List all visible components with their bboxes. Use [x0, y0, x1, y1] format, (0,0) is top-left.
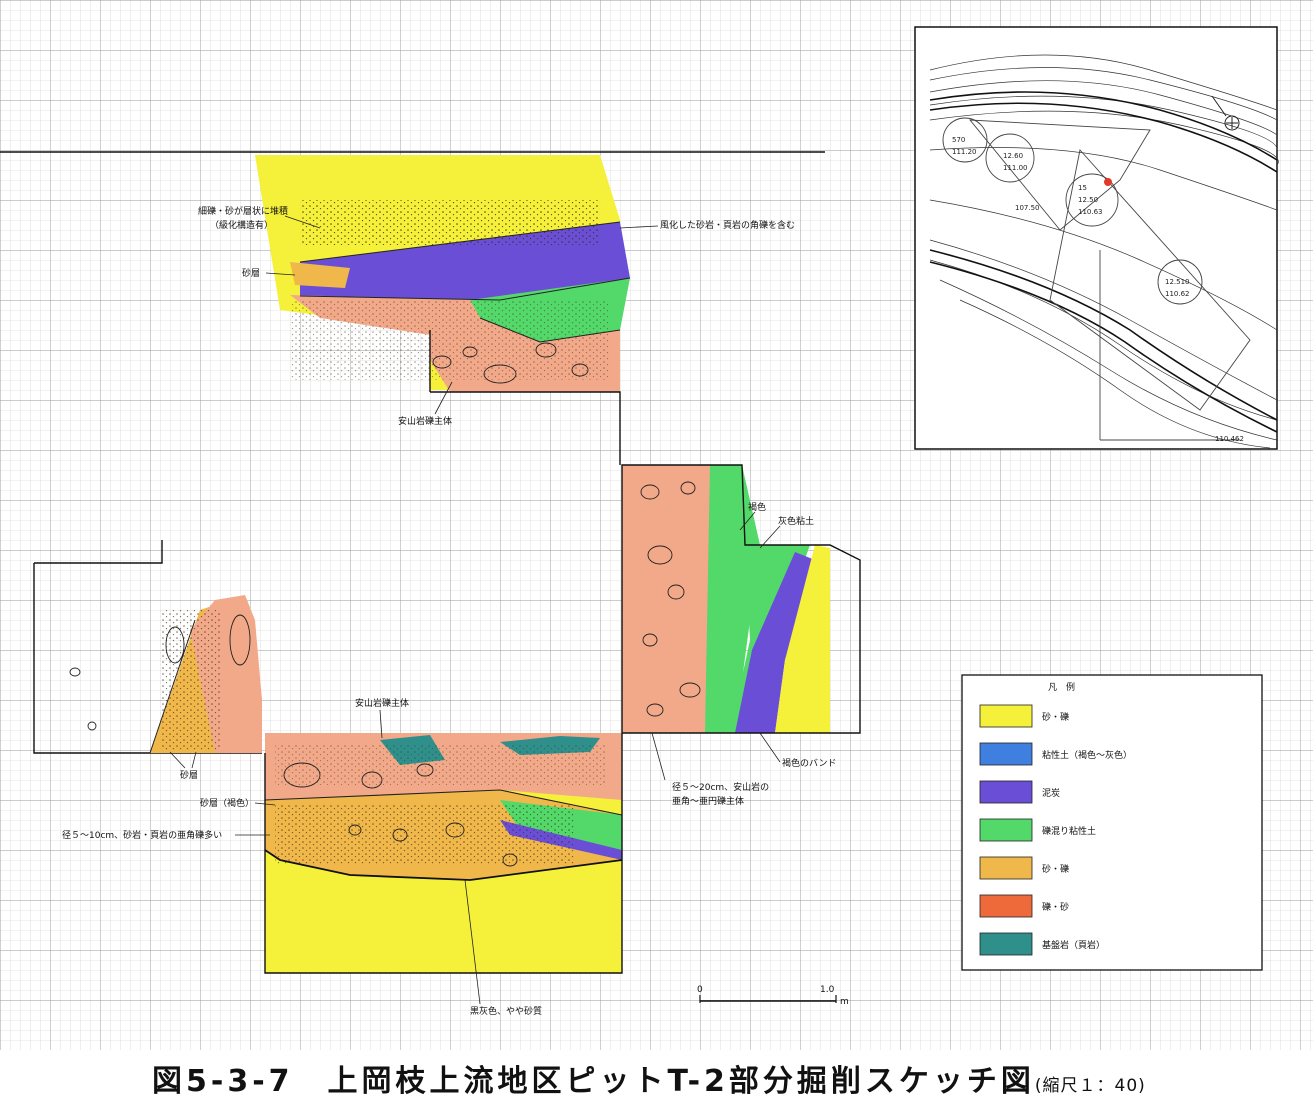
- legend-swatch: [979, 818, 1033, 842]
- legend-label: 礫・砂: [1042, 901, 1069, 913]
- label-sand-layer-top: 砂層: [242, 267, 260, 279]
- north-arrow-icon: [1211, 95, 1240, 131]
- label-fine-gravel: 細礫・砂が層状に堆積: [198, 205, 288, 217]
- label-andesite-top: 安山岩礫主体: [398, 415, 452, 427]
- left-pit-section: [33, 540, 262, 754]
- svg-text:110.462: 110.462: [1215, 435, 1244, 443]
- site-marker: [1104, 178, 1112, 186]
- scale-end: 1.0: [820, 985, 835, 995]
- svg-text:107.50: 107.50: [1015, 204, 1040, 212]
- legend-label: 砂・礫: [1042, 711, 1069, 723]
- legend-swatch: [979, 742, 1033, 766]
- legend-label: 基盤岩（頁岩）: [1042, 939, 1105, 951]
- legend-swatch: [979, 894, 1033, 918]
- svg-text:12.60: 12.60: [1003, 152, 1023, 160]
- lower-pit-section: [264, 733, 623, 974]
- legend-label: 粘性土（褐色～灰色）: [1042, 749, 1132, 761]
- legend-swatch: [979, 856, 1033, 880]
- legend-title: 凡 例: [1048, 681, 1075, 693]
- label-andesite-mid: 安山岩礫主体: [355, 697, 409, 709]
- figure-title: 図5-3-7 上岡枝上流地区ピットT-2部分掘削スケッチ図: [152, 1064, 1035, 1099]
- svg-text:570: 570: [952, 136, 965, 144]
- label-gray-clay: 灰色粘土: [778, 515, 814, 527]
- label-sand-layer-left: 砂層: [180, 769, 198, 781]
- label-dia-andesite-2: 亜角～亜円礫主体: [672, 795, 744, 807]
- scale-start: 0: [697, 985, 703, 995]
- label-sand-layer-brown: 砂層（褐色）: [200, 797, 254, 809]
- legend-swatch: [979, 932, 1033, 956]
- svg-text:110.62: 110.62: [1165, 290, 1190, 298]
- location-map: 570 111.20 12.60 111.00 15 12.50 110.63 …: [914, 26, 1279, 450]
- label-brown: 褐色: [748, 501, 766, 513]
- label-sandstone-gravel: 径５～10cm、砂岩・頁岩の亜角礫多い: [62, 829, 222, 841]
- right-pit-section: [621, 464, 861, 734]
- svg-text:12.510: 12.510: [1165, 278, 1190, 286]
- svg-text:111.20: 111.20: [952, 148, 977, 156]
- legend-label: 泥炭: [1042, 788, 1060, 799]
- legend-swatch: [979, 704, 1033, 728]
- label-weathered: 風化した砂岩・頁岩の角礫を含む: [660, 219, 795, 231]
- scale-unit: m: [840, 997, 849, 1007]
- upper-pit-section: [255, 155, 631, 465]
- label-brown-band: 褐色のバンド: [782, 757, 836, 769]
- figure-scale: (縮尺１：40): [1034, 1076, 1146, 1096]
- svg-text:110.63: 110.63: [1078, 208, 1103, 216]
- legend-label: 礫混り粘性土: [1042, 825, 1096, 837]
- label-dia-andesite-1: 径５～20cm、安山岩の: [672, 781, 769, 793]
- svg-text:111.00: 111.00: [1003, 164, 1028, 172]
- label-fine-gravel-sub: （級化構造有）: [210, 219, 273, 231]
- svg-text:15: 15: [1078, 184, 1087, 192]
- legend-label: 砂・礫: [1042, 863, 1069, 875]
- scale-bar: 0 1.0 m: [697, 985, 849, 1007]
- label-darkgray-sandy: 黒灰色、やや砂質: [470, 1005, 542, 1017]
- svg-text:12.50: 12.50: [1078, 196, 1098, 204]
- figure-caption: 図5-3-7 上岡枝上流地区ピットT-2部分掘削スケッチ図(縮尺１：40): [152, 1056, 1312, 1099]
- annotations: 細礫・砂が層状に堆積 （級化構造有） 風化した砂岩・頁岩の角礫を含む 砂層 安山…: [62, 205, 836, 1017]
- legend-swatch: [979, 780, 1033, 804]
